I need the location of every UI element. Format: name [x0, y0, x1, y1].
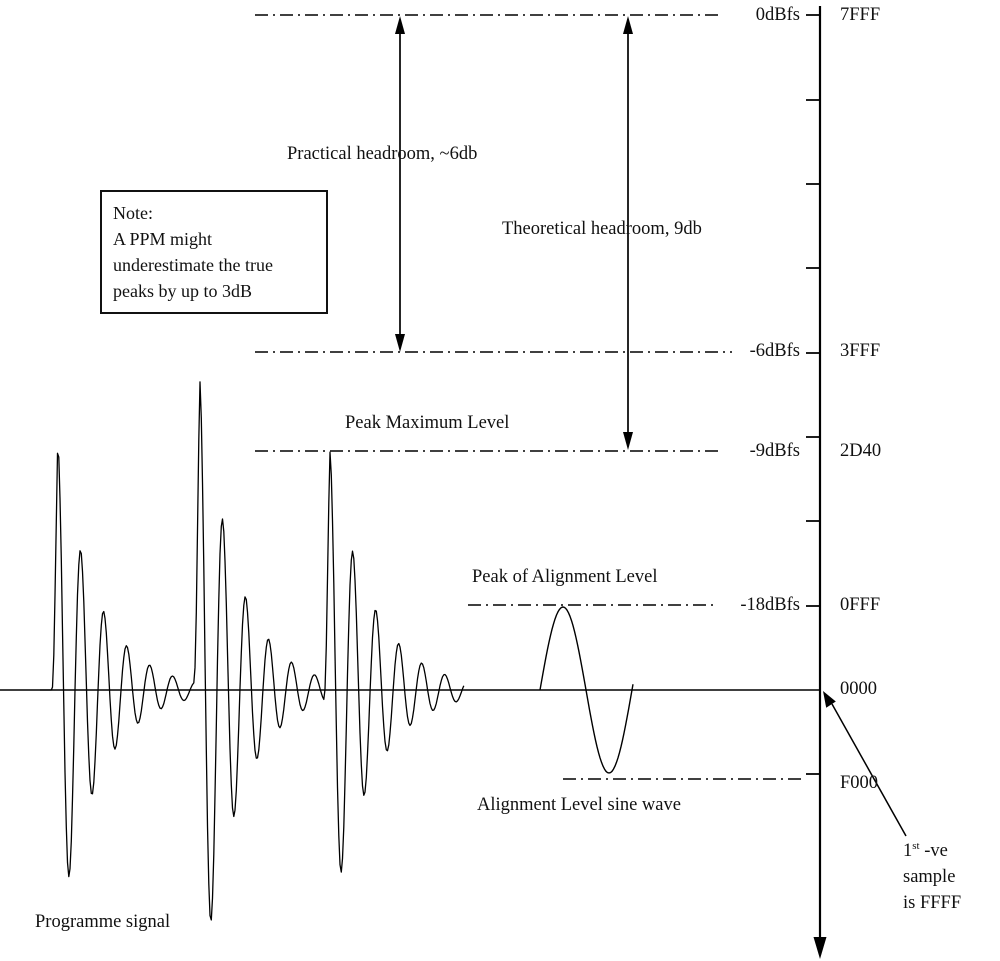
practical-headroom-label: Practical headroom, ~6db — [287, 144, 478, 164]
label-minus9dbfs: -9dBfs — [749, 441, 800, 461]
axis-arrowhead-down-icon — [813, 937, 827, 959]
arrow-down-icon — [395, 334, 405, 352]
note-ordinal: 1 — [903, 841, 913, 861]
label-0dbfs: 0dBfs — [755, 5, 800, 25]
arrow-down-icon — [623, 432, 633, 450]
label-hex-3fff: 3FFF — [840, 341, 881, 361]
note-line-3: is FFFF — [903, 893, 962, 913]
peak-maximum-level-label: Peak Maximum Level — [345, 413, 510, 433]
label-hex-0fff: 0FFF — [840, 595, 881, 615]
alignment-sine-label: Alignment Level sine wave — [477, 795, 681, 815]
note-ordinal-suffix: st — [912, 839, 920, 852]
label-hex-f000: F000 — [840, 773, 879, 793]
note-rest: -ve — [919, 841, 948, 861]
peak-of-alignment-level-label: Peak of Alignment Level — [472, 567, 658, 587]
label-minus6dbfs: -6dBfs — [749, 341, 800, 361]
practical-headroom-arrow — [395, 16, 405, 352]
theoretical-headroom-arrow — [623, 16, 633, 450]
first-negative-sample-arrow — [823, 691, 907, 837]
note-line: A PPM might — [113, 229, 213, 249]
arrow-up-icon — [623, 16, 633, 34]
note-line: underestimate the true — [113, 255, 273, 275]
label-hex-0000: 0000 — [840, 679, 877, 699]
note-line-2: sample — [903, 867, 956, 887]
note-line: peaks by up to 3dB — [113, 281, 252, 301]
first-negative-sample-note: 1st -ve sample is FFFF — [903, 838, 961, 916]
axis-ticks — [806, 14, 820, 775]
theoretical-headroom-label: Theoretical headroom, 9db — [502, 219, 702, 239]
label-hex-2d40: 2D40 — [840, 441, 882, 461]
label-hex-7fff: 7FFF — [840, 5, 881, 25]
ppm-note-box: Note: A PPM might underestimate the true… — [100, 190, 328, 314]
arrowhead-icon — [823, 691, 836, 708]
programme-signal-label: Programme signal — [35, 912, 171, 932]
programme-signal-wave — [40, 381, 465, 921]
arrow-up-icon — [395, 16, 405, 34]
alignment-sine-wave — [539, 606, 634, 774]
note-line: Note: — [113, 203, 153, 223]
note-line-1: 1st -ve — [903, 838, 961, 864]
label-minus18dbfs: -18dBfs — [740, 595, 800, 615]
